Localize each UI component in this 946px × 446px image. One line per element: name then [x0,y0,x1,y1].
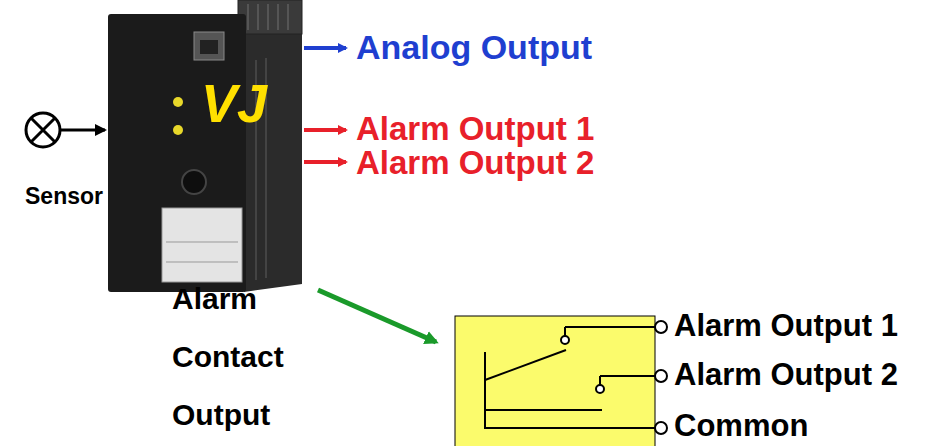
terminal-name: Alarm Output 1 [674,308,898,344]
caption-note: Alarm Contact Output [172,270,372,444]
device-photo [106,0,304,300]
contact-panel [455,316,655,446]
signal-arrow [60,129,105,132]
terminal-name: Alarm Output 2 [674,357,898,393]
vj-device: VJ [106,0,304,300]
terminal-name: Common [674,408,808,444]
node-label: VJ [201,74,267,133]
contact-symbol [485,327,655,428]
alarm-arrow [304,160,346,164]
sensor-symbol [22,110,66,154]
signal-name: Alarm Output 1 [356,110,594,148]
signal-name: Analog Output [356,28,592,67]
signal-name: Alarm Output 2 [356,144,594,182]
pointer-arrow [318,290,436,342]
alarm-arrow [304,128,346,132]
node-label: Sensor [25,184,103,209]
analog-arrow [304,46,346,50]
terminal [655,321,667,434]
sensor-node: Sensor [22,110,105,214]
